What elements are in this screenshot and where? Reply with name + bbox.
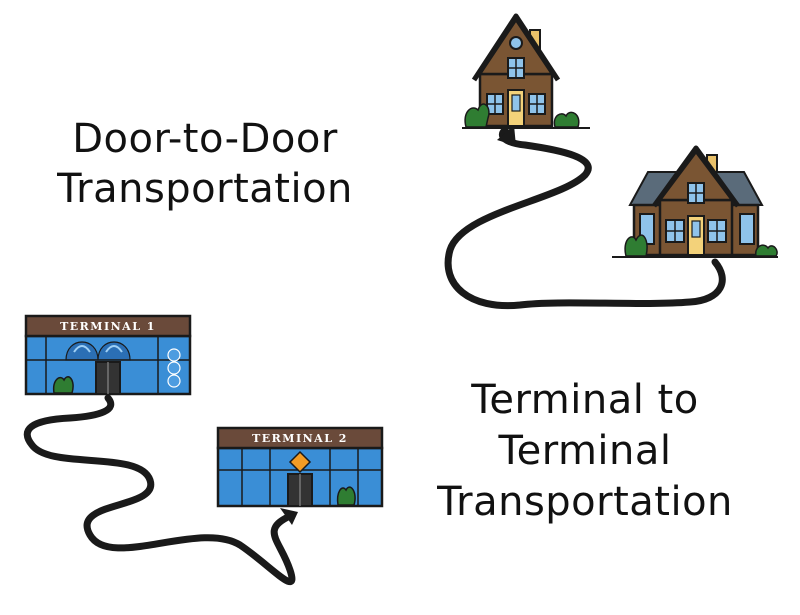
road-terminal-to-terminal [23, 394, 298, 586]
door-to-door-caption-line1: Door-to-Door [72, 116, 338, 162]
road-arrowhead-icon [280, 508, 298, 525]
terminal-1: TERMINAL 1 [24, 314, 192, 396]
door-to-door-caption: Door-to-Door Transportation [30, 114, 380, 214]
diamond-icon [288, 450, 312, 474]
house-1 [462, 13, 590, 129]
road-arrowhead-icon [497, 125, 516, 146]
terminal-1-sign: TERMINAL 1 [60, 320, 156, 333]
terminal-to-terminal-caption: Terminal to Terminal Transportation [400, 375, 770, 529]
terminal-caption-line1: Terminal to [471, 377, 699, 423]
terminal-caption-line3: Transportation [437, 479, 733, 526]
terminal-caption-line2: Terminal [498, 428, 672, 475]
terminal-2: TERMINAL 2 [216, 426, 384, 508]
door-to-door-caption-line2: Transportation [57, 166, 353, 212]
house-2 [612, 145, 778, 258]
road-house-to-house [444, 125, 726, 310]
terminal-2-sign: TERMINAL 2 [252, 432, 348, 445]
